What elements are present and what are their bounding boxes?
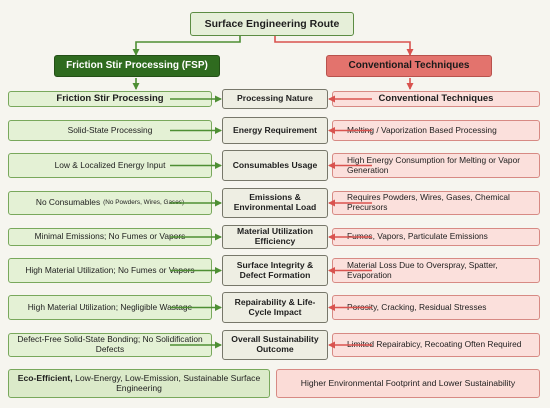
footer-right-text: Higher Environmental Footprint and Lower… xyxy=(300,377,516,388)
criterion-label: Processing Nature xyxy=(237,93,313,104)
left-item: High Material Utilization; No Fumes or V… xyxy=(8,258,212,283)
criterion-box: Consumables Usage xyxy=(222,150,328,181)
criterion-box: Processing Nature xyxy=(222,89,328,109)
left-item-text: Friction Stir Processing xyxy=(56,92,164,104)
left-item: Friction Stir Processing xyxy=(8,91,212,107)
criterion-box: Energy Requirement xyxy=(222,117,328,144)
criterion-label: Repairability & Life-Cycle Impact xyxy=(234,296,316,317)
left-item: Defect-Free Solid-State Bonding; No Soli… xyxy=(8,333,212,357)
left-header: Friction Stir Processing (FSP) xyxy=(54,55,220,77)
criterion-box: Surface Integrity & Defect Formation xyxy=(222,255,328,286)
left-item: Low & Localized Energy Input xyxy=(8,153,212,178)
left-item: High Material Utilization; Negligible Wa… xyxy=(8,295,212,320)
right-item-text: Porosity, Cracking, Residual Stresses xyxy=(347,301,487,312)
footer-left-text: Eco-Efficient, Low-Energy, Low-Emission,… xyxy=(17,372,261,394)
right-item-text: High Energy Consumption for Melting or V… xyxy=(347,154,521,175)
title-box: Surface Engineering Route xyxy=(190,12,354,36)
left-item-text: No Consumables xyxy=(35,197,101,208)
criterion-label: Consumables Usage xyxy=(232,159,318,170)
left-item: Minimal Emissions; No Fumes or Vapors xyxy=(8,228,212,246)
left-item-text: Minimal Emissions; No Fumes or Vapors xyxy=(34,231,186,242)
right-item-text: Fumes, Vapors, Particulate Emissions xyxy=(347,231,488,242)
left-item: No Consumables(No Powders, Wires, Gases) xyxy=(8,191,212,215)
criterion-box: Overall Sustainability Outcome xyxy=(222,330,328,360)
footer-right: Higher Environmental Footprint and Lower… xyxy=(276,369,540,398)
right-item: Limited Repairabicy, Recoating Often Req… xyxy=(332,333,540,357)
right-item-text: Conventional Techniques xyxy=(378,92,494,104)
criterion-label: Surface Integrity & Defect Formation xyxy=(236,259,314,280)
footer-left-rest: Low-Energy, Low-Emission, Sustainable Su… xyxy=(75,372,261,393)
footer-left: Eco-Efficient, Low-Energy, Low-Emission,… xyxy=(8,369,270,398)
criterion-label: Overall Sustainability Outcome xyxy=(231,334,319,354)
left-item-text: Defect-Free Solid-State Bonding; No Soli… xyxy=(17,334,203,354)
right-header: Conventional Techniques xyxy=(326,55,492,77)
left-item-text: Solid-State Processing xyxy=(67,124,153,135)
right-item: Requires Powders, Wires, Gases, Chemical… xyxy=(332,191,540,215)
criterion-box: Repairability & Life-Cycle Impact xyxy=(222,292,328,323)
footer-left-bold: Eco-Efficient, xyxy=(17,372,73,383)
left-item-text: Low & Localized Energy Input xyxy=(54,159,166,170)
right-item-text: Melting / Vaporization Based Processing xyxy=(347,124,497,135)
criterion-label: Emissions & Environmental Load xyxy=(233,192,317,212)
right-item: Material Loss Due to Overspray, Spatter,… xyxy=(332,258,540,283)
criterion-label: Energy Requirement xyxy=(232,124,318,135)
right-item: Conventional Techniques xyxy=(332,91,540,107)
right-header-label: Conventional Techniques xyxy=(348,60,470,72)
left-item-text: High Material Utilization; No Fumes or V… xyxy=(25,264,195,275)
left-item: Solid-State Processing xyxy=(8,120,212,141)
criterion-box: Emissions & Environmental Load xyxy=(222,188,328,218)
right-item: High Energy Consumption for Melting or V… xyxy=(332,153,540,178)
right-item: Porosity, Cracking, Residual Stresses xyxy=(332,295,540,320)
right-item: Fumes, Vapors, Particulate Emissions xyxy=(332,228,540,246)
left-item-text: High Material Utilization; Negligible Wa… xyxy=(27,301,193,312)
right-item-text: Material Loss Due to Overspray, Spatter,… xyxy=(347,259,498,280)
left-header-label: Friction Stir Processing (FSP) xyxy=(66,60,208,72)
criterion-label: Material Utilization Efficiency xyxy=(237,226,313,246)
criterion-box: Material Utilization Efficiency xyxy=(222,225,328,249)
right-item: Melting / Vaporization Based Processing xyxy=(332,120,540,141)
right-item-text: Limited Repairabicy, Recoating Often Req… xyxy=(347,339,522,350)
title: Surface Engineering Route xyxy=(204,17,340,30)
left-item-note: (No Powders, Wires, Gases) xyxy=(103,199,185,207)
right-item-text: Requires Powders, Wires, Gases, Chemical… xyxy=(347,192,510,212)
